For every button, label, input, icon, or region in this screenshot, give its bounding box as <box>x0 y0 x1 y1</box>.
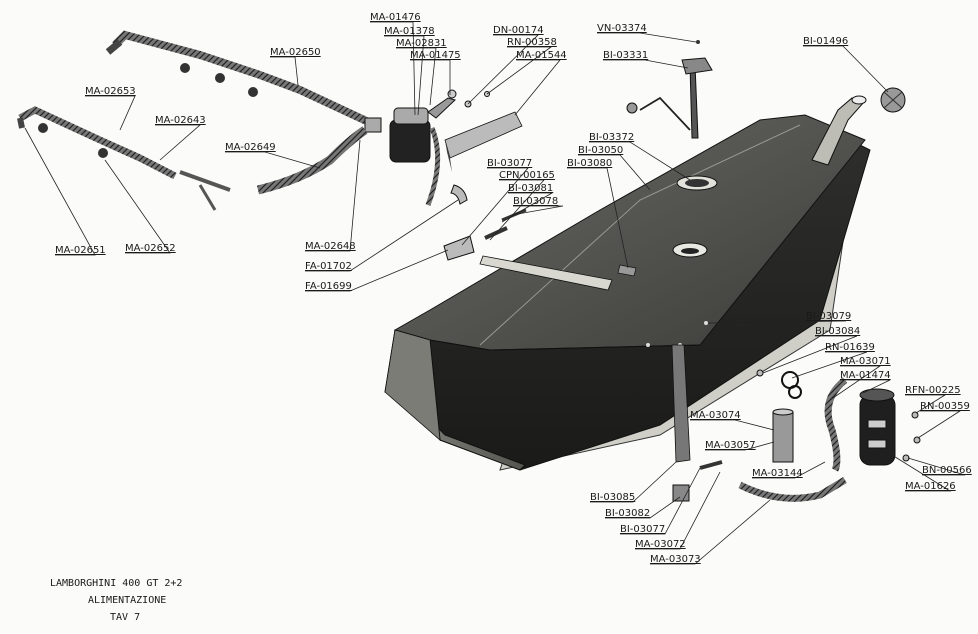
part-label: BI-03331 <box>603 50 648 61</box>
part-label: VN-03374 <box>597 23 647 34</box>
title-block: LAMBORGHINI 400 GT 2+2 ALIMENTAZIONE TAV… <box>50 578 182 623</box>
part-label: CPN-00165 <box>499 170 555 181</box>
part-label: BI-03085 <box>590 492 635 503</box>
title-line-3: TAV 7 <box>110 612 140 623</box>
part-label: RFN-00225 <box>905 385 961 396</box>
part-label: MA-01626 <box>905 481 956 492</box>
part-label: BI-03078 <box>513 196 558 207</box>
part-label: MA-01475 <box>410 50 461 61</box>
part-label: FA-01702 <box>305 261 352 272</box>
title-line-1: LAMBORGHINI 400 GT 2+2 <box>50 578 182 589</box>
part-label: MA-03074 <box>690 410 741 421</box>
fuel-rail-upper <box>105 30 382 133</box>
part-label: MA-01544 <box>516 50 567 61</box>
fuel-rail-lower <box>17 106 231 211</box>
part-label: BI-03372 <box>589 132 634 143</box>
part-label: FA-01699 <box>305 281 352 292</box>
part-label: MA-01474 <box>840 370 891 381</box>
return-hose <box>256 126 368 195</box>
part-label: BN-00566 <box>922 465 972 476</box>
part-label: BI-03079 <box>806 311 851 322</box>
part-label: BI-01496 <box>803 36 848 47</box>
tank-strap <box>479 255 691 463</box>
part-label: MA-01476 <box>370 12 421 23</box>
part-label: MA-02650 <box>270 47 321 58</box>
part-label: RN-01639 <box>825 342 875 353</box>
filler-cap <box>880 87 906 113</box>
part-label: BI-03084 <box>815 326 860 337</box>
part-label: MA-03057 <box>705 440 756 451</box>
part-label: MA-02651 <box>55 245 106 256</box>
part-label: BI-03077 <box>487 158 532 169</box>
part-label: RN-00358 <box>507 37 557 48</box>
part-label: BI-03080 <box>567 158 612 169</box>
fuel-tank <box>384 95 871 471</box>
part-label: MA-03144 <box>752 468 803 479</box>
part-label: MA-02643 <box>155 115 206 126</box>
part-label: BI-03082 <box>605 508 650 519</box>
part-label: MA-02648 <box>305 241 356 252</box>
mounting-bracket <box>443 91 527 261</box>
part-label: BI-03077 <box>620 524 665 535</box>
fuel-pump <box>859 388 896 466</box>
sender-unit <box>626 40 713 139</box>
part-label: MA-02649 <box>225 142 276 153</box>
fuel-filter <box>389 89 457 206</box>
part-label: BI-03081 <box>508 183 553 194</box>
part-label: MA-03072 <box>635 539 686 550</box>
part-label: BI-03050 <box>578 145 623 156</box>
title-line-2: ALIMENTAZIONE <box>88 595 166 606</box>
part-label: RN-00359 <box>920 401 970 412</box>
part-label: MA-01378 <box>384 26 435 37</box>
part-label: MA-02652 <box>125 243 176 254</box>
drain-parts <box>756 369 921 462</box>
part-labels: MA-02650 MA-02653 MA-02643 MA-02649 MA-0… <box>55 12 972 565</box>
leader-lines <box>24 21 966 565</box>
part-label: DN-00174 <box>493 25 544 36</box>
part-label: MA-03071 <box>840 356 891 367</box>
part-label: MA-02653 <box>85 86 136 97</box>
part-label: MA-02831 <box>396 38 447 49</box>
fuel-hose-right <box>672 371 848 502</box>
part-label: MA-03073 <box>650 554 701 565</box>
